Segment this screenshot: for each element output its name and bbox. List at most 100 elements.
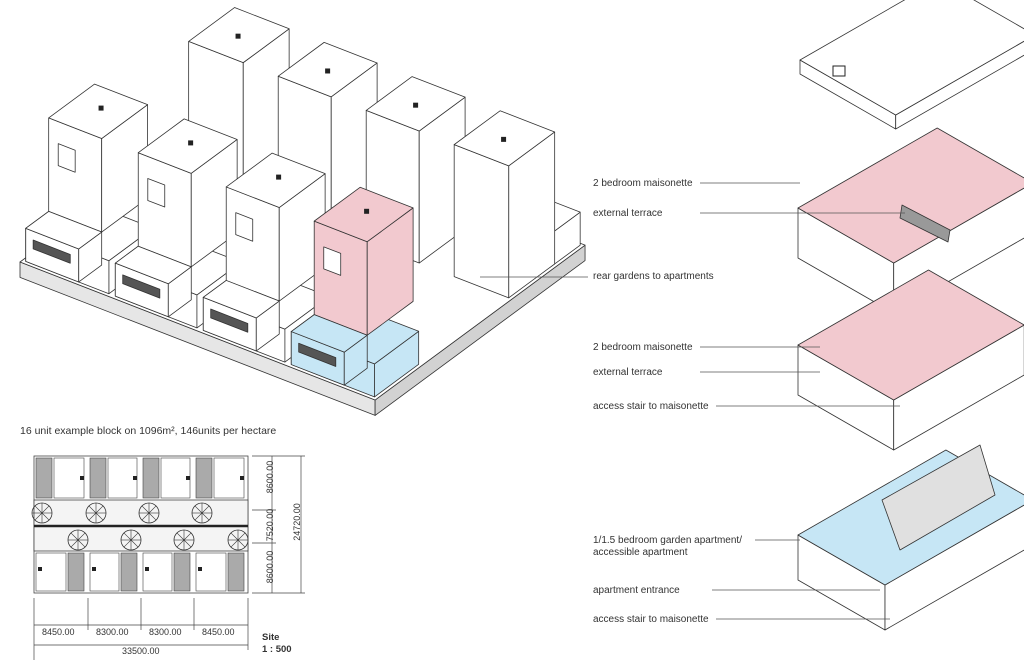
rooflight-icon (92, 567, 96, 571)
label-apartment-entrance: apartment entrance (593, 585, 680, 596)
upper-level-floor (797, 127, 1024, 264)
front-house-2-roof (225, 152, 326, 208)
label-rear-gardens: rear gardens to apartments (593, 271, 714, 282)
label-upper-maisonette: 2 bedroom maisonette (593, 178, 693, 189)
plan-stair-core (142, 457, 160, 499)
plan-stair-core (195, 457, 213, 499)
window (235, 212, 254, 242)
window (57, 143, 76, 173)
plan-stair-core (89, 457, 107, 499)
roof-level-floor (799, 0, 1024, 116)
rooflight-icon (133, 476, 137, 480)
plan-unit (213, 457, 245, 499)
tree-branch (41, 512, 50, 521)
tree-branch (77, 532, 86, 541)
tree-branch (230, 532, 239, 541)
tree-branch (141, 505, 150, 514)
middle-level-floor (797, 269, 1024, 401)
front-house-3-roof (313, 186, 414, 243)
site-label: Site (262, 632, 280, 643)
tree-branch (201, 505, 210, 514)
rooflight-icon (832, 65, 846, 77)
tree-branch (41, 505, 50, 514)
plan-stair-core (35, 457, 53, 499)
ground-window (298, 342, 337, 367)
window (147, 178, 166, 208)
dim-width-3: 8300.00 (149, 627, 182, 637)
label-ground-access-stair: access stair to maisonette (593, 614, 709, 625)
rooflight-icon (145, 567, 149, 571)
terrace (899, 204, 951, 243)
tree-branch (123, 539, 132, 548)
tree-branch (70, 539, 79, 548)
front-house-1-roof (137, 118, 238, 174)
rooflight-icon (198, 567, 202, 571)
dim-total-width: 33500.00 (122, 646, 160, 656)
front-base-0-roof (25, 211, 103, 250)
label-mid-access-stair: access stair to maisonette (593, 401, 709, 412)
plan-unit (160, 457, 191, 499)
rooflight-icon (501, 136, 507, 142)
tree-branch (183, 539, 192, 548)
garden-slab (881, 444, 996, 551)
tree-branch (148, 512, 157, 521)
ground-window (32, 239, 71, 264)
tree-branch (95, 512, 104, 521)
tree-branch (176, 539, 185, 548)
tree-branch (176, 532, 185, 541)
label-garden-apartment-line2: accessible apartment (593, 547, 688, 558)
rooflight-icon (235, 33, 241, 39)
block-caption: 16 unit example block on 1096m², 146unit… (20, 425, 277, 437)
exploded-views (700, 0, 1024, 631)
front-base-2-roof (202, 280, 280, 319)
rooflight-icon (240, 476, 244, 480)
rooflight-icon (38, 567, 42, 571)
label-garden-apartment: 1/1.5 bedroom garden apartment/accessibl… (593, 535, 742, 559)
plan-unit (53, 457, 85, 499)
tree-branch (95, 505, 104, 514)
tree-branch (123, 532, 132, 541)
tree-branch (34, 512, 43, 521)
plan-unit (89, 552, 120, 592)
tree-branch (237, 539, 246, 548)
dim-width-1: 8450.00 (42, 627, 75, 637)
front-house-0-roof (48, 83, 148, 139)
front-base-1-roof (114, 245, 192, 285)
plan-unit (195, 552, 227, 592)
scale-label: 1 : 500 (262, 644, 292, 655)
front-row (25, 83, 420, 398)
dim-width-4: 8450.00 (202, 627, 235, 637)
dim-depth-3: 8600.00 (265, 550, 275, 584)
label-garden-apartment-line1: 1/1.5 bedroom garden apartment/ (593, 535, 742, 546)
front-base-3-roof (290, 314, 368, 353)
plan-stair-core (227, 552, 245, 592)
window (323, 246, 342, 276)
tree-branch (237, 532, 246, 541)
plan-unit (35, 552, 67, 592)
label-mid-maisonette: 2 bedroom maisonette (593, 342, 693, 353)
tree-branch (88, 512, 97, 521)
tree-branch (88, 505, 97, 514)
dim-total-depth: 24720.00 (292, 503, 302, 541)
tree-branch (141, 512, 150, 521)
ground-window (122, 274, 161, 299)
rooflight-icon (98, 105, 104, 111)
tree-branch (130, 539, 139, 548)
ground-window (210, 308, 249, 333)
tree-branch (130, 532, 139, 541)
tree-branch (70, 532, 79, 541)
tree-branch (34, 505, 43, 514)
tree-branch (148, 505, 157, 514)
tree-branch (194, 505, 203, 514)
plan-stair-core (173, 552, 191, 592)
rooflight-icon (276, 174, 282, 180)
dim-depth-1: 8600.00 (265, 460, 275, 494)
dim-width-2: 8300.00 (96, 627, 129, 637)
plan-unit (107, 457, 138, 499)
label-mid-terrace: external terrace (593, 367, 663, 378)
plan-unit (142, 552, 173, 592)
tree-branch (77, 539, 86, 548)
